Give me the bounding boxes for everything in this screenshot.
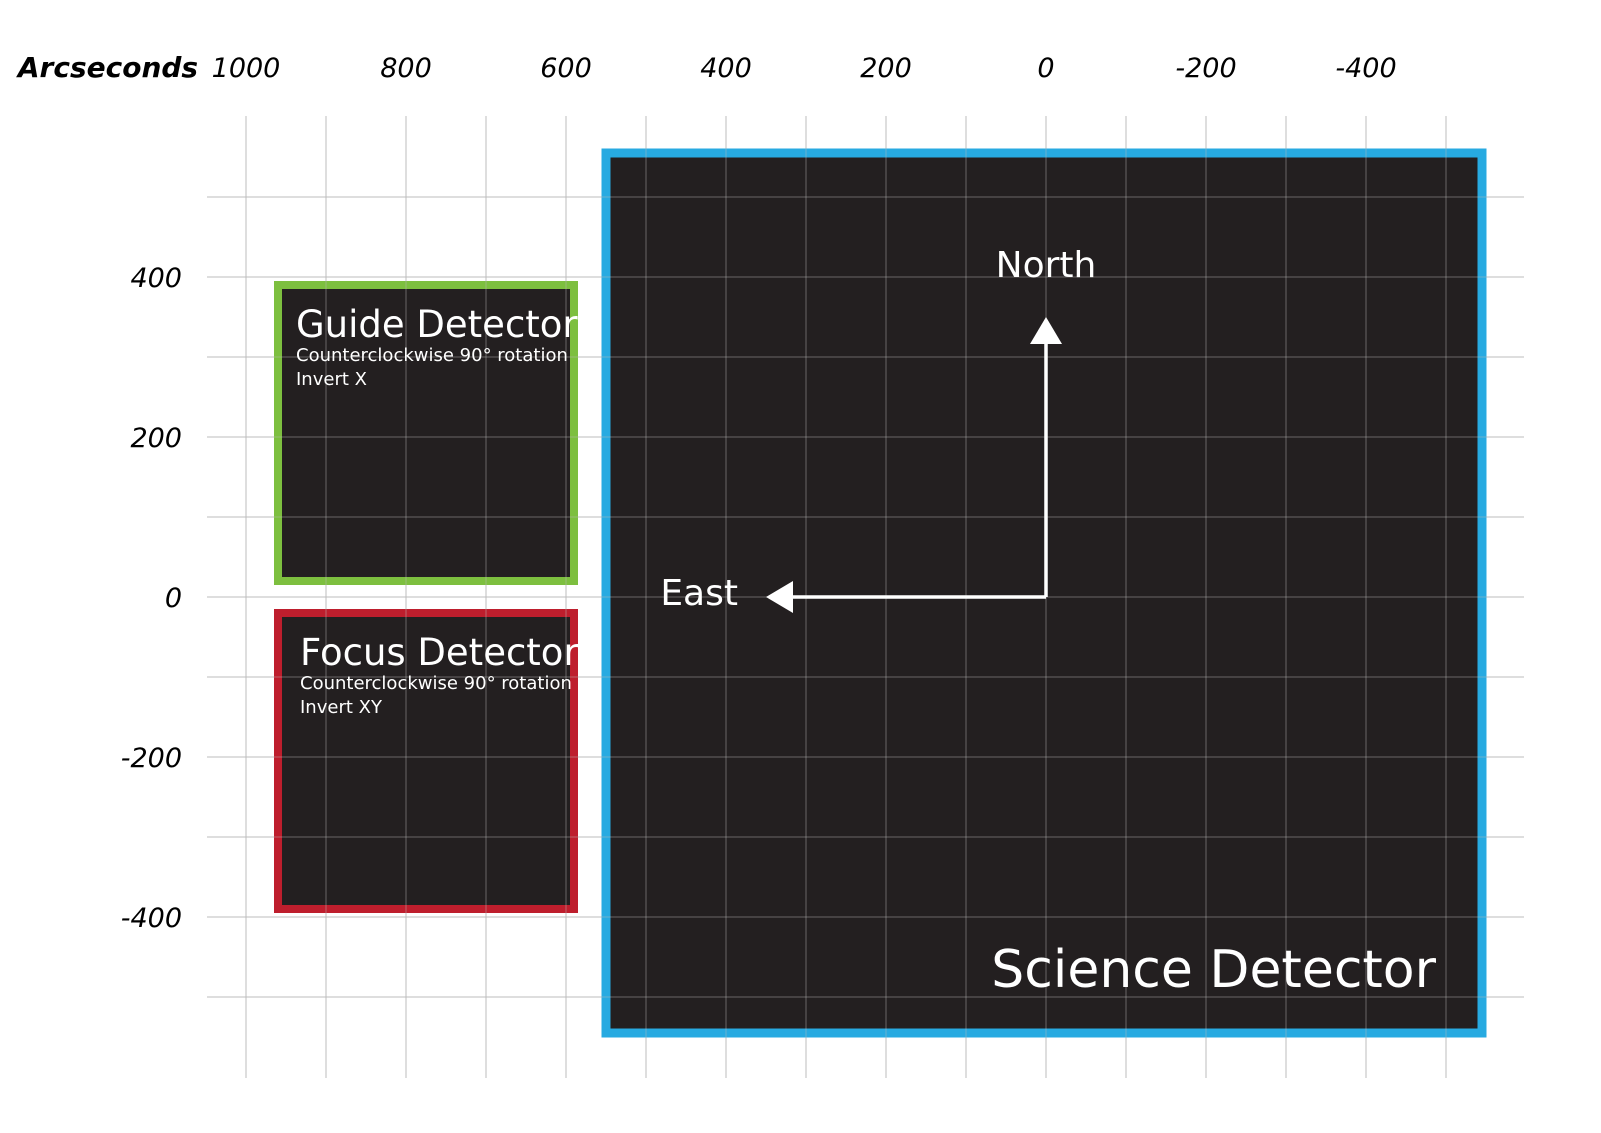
x-tick-labels: 1000 800 600 400 200 0 -200 -400 (212, 53, 1397, 84)
y-tick-label: 200 (130, 423, 182, 454)
x-tick-label: 1000 (212, 53, 281, 84)
y-tick-label: -200 (121, 743, 182, 774)
focus-detector (274, 609, 578, 913)
y-tick-label: -400 (121, 903, 182, 934)
north-label: North (996, 245, 1097, 286)
x-tick-label: -200 (1175, 53, 1236, 84)
x-tick-label: 600 (540, 53, 592, 84)
east-arrow-icon (766, 581, 793, 613)
x-tick-label: 800 (380, 53, 432, 84)
x-tick-label: 200 (860, 53, 912, 84)
science-detector-title: Science Detector (991, 940, 1436, 1000)
axis-title: Arcseconds (16, 51, 198, 84)
compass: North East (660, 245, 1096, 614)
guide-detector-title: Guide Detector (296, 303, 578, 346)
y-tick-label: 400 (130, 263, 182, 294)
focus-detector-note: Invert XY (300, 697, 383, 718)
guide-detector (274, 281, 578, 585)
x-tick-label: 400 (700, 53, 752, 84)
y-tick-labels: 400 200 0 -200 -400 (121, 263, 182, 934)
x-tick-label: -400 (1335, 53, 1396, 84)
east-label: East (660, 573, 738, 614)
x-tick-label: 0 (1037, 53, 1054, 84)
guide-detector-note: Invert X (296, 369, 367, 390)
focus-detector-note: Counterclockwise 90° rotation (300, 673, 572, 694)
focus-detector-title: Focus Detector (300, 631, 579, 674)
science-detector (601, 148, 1487, 1038)
y-tick-label: 0 (165, 583, 182, 614)
north-arrow-icon (1030, 317, 1062, 344)
guide-detector-note: Counterclockwise 90° rotation (296, 345, 568, 366)
